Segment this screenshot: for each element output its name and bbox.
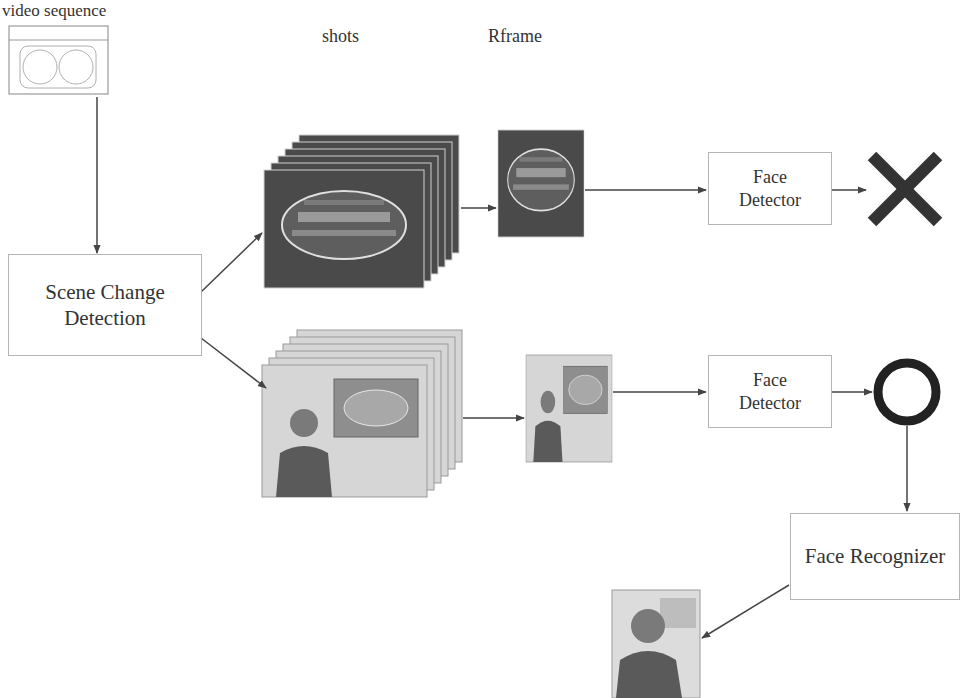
rframe-image [498,130,584,237]
column-label: shots [322,26,359,47]
process-box: Face Detector [708,355,832,428]
box-label: Face Detector [721,166,819,211]
video-cassette [9,26,108,94]
column-label: Rframe [488,26,542,47]
recognized-face-image [612,590,700,698]
accept-circle [878,363,936,421]
box-label: Scene Change Detection [21,279,189,332]
process-box: Face Recognizer [790,513,960,600]
source-label: video sequence [2,0,142,21]
flow-arrow [96,97,98,253]
shot-stack [262,330,462,497]
shot-stack [264,135,459,288]
reject-cross [872,156,938,222]
process-box: Face Detector [708,152,832,225]
rframe-image [526,355,612,462]
video-source: video sequence [2,0,142,96]
process-box: Scene Change Detection [8,254,202,356]
box-label: Face Detector [721,369,819,414]
box-label: Face Recognizer [805,543,946,569]
